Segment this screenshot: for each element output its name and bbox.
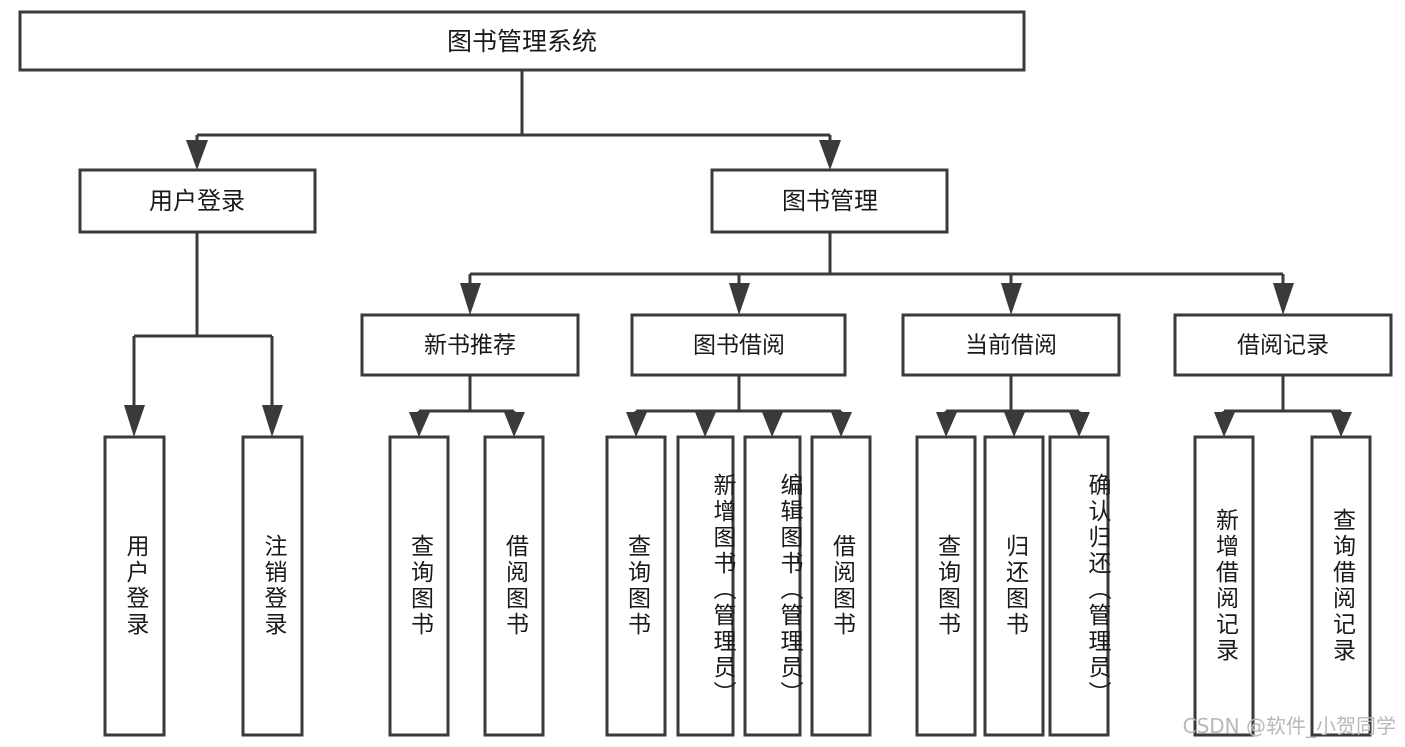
connector-group-current-borrow [936,375,1090,437]
node-current-borrow[interactable]: 当前借阅 [901,313,1121,377]
leaf-box-query-book-3[interactable] [915,435,977,737]
node-book-borrow-box[interactable] [630,313,847,377]
leaf-box-logout[interactable] [241,435,304,737]
node-book-management-box[interactable] [710,168,949,234]
arrow-to-book-borrow [729,283,750,315]
node-book-management[interactable]: 图书管理 [710,168,949,234]
leaf-box-borrow-book-1[interactable] [483,435,545,737]
node-root-label: 图书管理系统 [447,27,597,56]
connector-group-book-management [460,232,1294,315]
leaf-box-query-book-1[interactable] [388,435,450,737]
leaf-box-edit-book[interactable] [743,435,802,737]
connector-group-book-borrow [626,375,852,437]
arrow-to-current-borrow [1001,283,1022,315]
arrow-to-leaf-query-book-2 [626,412,647,437]
arrow-to-new-book-recommend [460,283,481,315]
arrow-to-borrow-record [1273,283,1294,315]
node-current-borrow-box[interactable] [901,313,1121,377]
node-borrow-record-box[interactable] [1173,313,1393,377]
connector-group-root [186,70,841,170]
node-new-book-recommend-label: 新书推荐 [424,333,516,359]
node-user-login[interactable]: 用户登录 [78,168,317,234]
leaf-box-confirm-return[interactable] [1048,435,1110,737]
leaf-box-return-book[interactable] [983,435,1045,737]
node-new-book-recommend[interactable]: 新书推荐 [360,313,580,377]
arrow-to-book-management [819,140,841,170]
arrow-to-leaf-query-book-1 [409,412,430,437]
leaf-box-add-book[interactable] [676,435,735,737]
node-borrow-record-label: 借阅记录 [1237,333,1329,359]
arrow-to-leaf-add-record [1214,412,1235,437]
arrow-to-leaf-return-book [1004,412,1025,437]
node-user-login-box[interactable] [78,168,317,234]
connector-group-user-login [124,232,283,437]
arrow-to-leaf-borrow-book-2 [831,412,852,437]
node-book-management-label: 图书管理 [782,187,878,215]
leaf-box-query-book-2[interactable] [605,435,667,737]
connector-group-new-book-recommend [409,375,525,437]
watermark-text: CSDN @软件_小贺同学 [1183,714,1396,738]
node-user-login-label: 用户登录 [149,187,245,215]
node-root-system[interactable]: 图书管理系统 [18,10,1026,72]
node-book-borrow-label: 图书借阅 [693,333,785,359]
arrow-to-user-login [186,140,208,170]
leaf-node-group [103,435,1372,737]
node-new-book-recommend-box[interactable] [360,313,580,377]
arrow-to-leaf-edit-book [762,412,783,437]
leaf-box-user-login[interactable] [103,435,166,737]
connector-group-borrow-record [1214,375,1352,437]
arrow-to-leaf-query-record [1331,412,1352,437]
node-current-borrow-label: 当前借阅 [965,333,1057,359]
leaf-box-add-record[interactable] [1193,435,1255,737]
node-borrow-record[interactable]: 借阅记录 [1173,313,1393,377]
node-book-borrow[interactable]: 图书借阅 [630,313,847,377]
arrow-to-leaf-confirm-return [1069,412,1090,437]
arrow-to-leaf-user-login [124,405,145,437]
arrow-to-leaf-add-book [695,412,716,437]
node-root-box[interactable] [18,10,1026,72]
leaf-box-borrow-book-2[interactable] [810,435,872,737]
arrow-to-leaf-query-book-3 [936,412,957,437]
arrow-to-leaf-borrow-book-1 [504,412,525,437]
arrow-to-leaf-logout [262,405,283,437]
leaf-box-query-record[interactable] [1310,435,1372,737]
